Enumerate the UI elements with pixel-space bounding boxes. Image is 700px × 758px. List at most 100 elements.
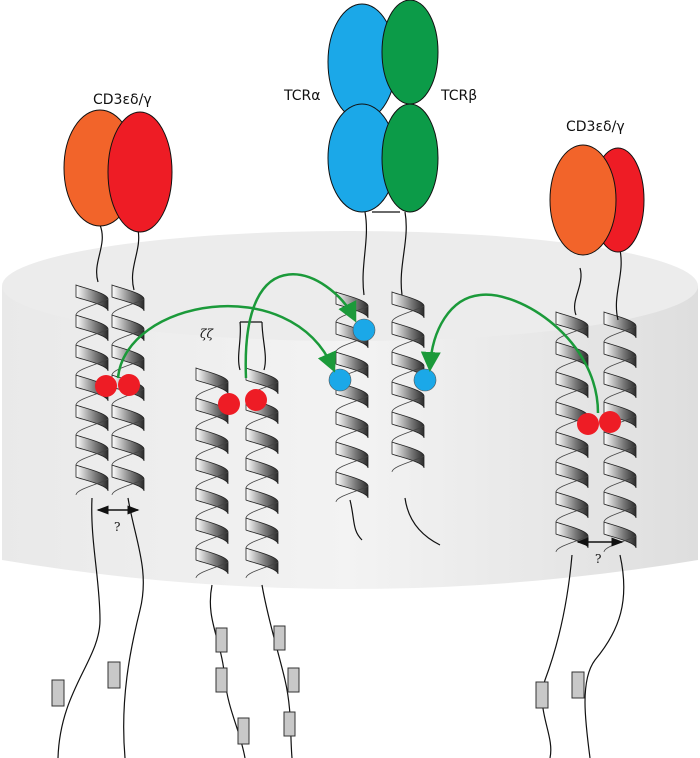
question-mark-right: ?	[595, 552, 602, 566]
red-residue	[599, 411, 621, 433]
cd3-right-helix-1	[555, 311, 589, 553]
tcr-beta-tail	[404, 497, 441, 546]
tcr-alpha-tail	[349, 499, 363, 541]
helix-turn	[111, 434, 145, 462]
helix-turn	[555, 371, 589, 399]
helix-turn	[245, 487, 279, 515]
helix-turn	[391, 381, 425, 409]
helix-back-edge	[391, 305, 425, 323]
helix-back-edge	[75, 298, 109, 316]
helix-turn	[555, 491, 589, 519]
helix-back-edge	[111, 418, 145, 436]
cd3-right-label: CD3εδ/γ	[566, 119, 625, 135]
curved-green-arrow	[420, 293, 600, 414]
itam-box	[215, 667, 228, 693]
cd3-left-stalk-1	[96, 224, 103, 283]
red-residue	[218, 393, 240, 415]
helix-turn	[555, 311, 589, 339]
helix-back-edge	[75, 328, 109, 346]
cd3-right-tail-1	[541, 554, 573, 758]
helix-turn	[335, 321, 369, 349]
helix-back-edge	[603, 475, 637, 493]
helix-back-edge	[195, 381, 229, 399]
helix-back-edge	[195, 531, 229, 549]
helix-turn	[245, 517, 279, 545]
helix-back-edge	[75, 478, 109, 496]
helix-back-edge	[245, 441, 279, 459]
distance-arrows	[96, 505, 624, 547]
itam-box	[287, 667, 300, 693]
helix-turn	[603, 491, 637, 519]
tcr-beta-label: TCRβ	[441, 88, 478, 104]
cd3-right-stalk-2	[615, 249, 622, 321]
helix-back-edge	[195, 441, 229, 459]
zeta-stalk-1	[237, 321, 242, 371]
helix-back-edge	[335, 485, 369, 503]
helix-turn	[195, 427, 229, 455]
itam-box	[237, 717, 250, 745]
itam-box	[283, 711, 296, 737]
cd3-left-tail-1	[57, 497, 101, 758]
helix-turn	[75, 344, 109, 372]
cd3-delta-gamma-domain	[107, 111, 173, 233]
curved-green-arrow	[244, 273, 357, 379]
helix-back-edge	[555, 505, 589, 523]
cytoplasmic-tails	[57, 211, 625, 758]
helix-back-edge	[111, 298, 145, 316]
helix-back-edge	[75, 358, 109, 376]
tcr-alpha-stalk	[362, 211, 368, 296]
helix-turn	[245, 427, 279, 455]
helix-turn	[335, 471, 369, 499]
helix-back-edge	[75, 448, 109, 466]
helix-back-edge	[195, 471, 229, 489]
cd3-left-helix-1	[75, 284, 109, 496]
membrane-body	[2, 286, 698, 589]
helix-turn	[391, 441, 425, 469]
red-residue	[95, 375, 117, 397]
helix-turn	[195, 547, 229, 575]
helix-turn	[335, 411, 369, 439]
helix-back-edge	[111, 358, 145, 376]
helix-back-edge	[111, 328, 145, 346]
helix-back-edge	[603, 355, 637, 373]
helix-turn	[111, 404, 145, 432]
helix-turn	[335, 441, 369, 469]
helix-back-edge	[555, 535, 589, 553]
itam-box	[215, 627, 228, 653]
helix-back-edge	[603, 325, 637, 343]
helix-turn	[195, 517, 229, 545]
helix-turn	[335, 351, 369, 379]
helix-back-edge	[555, 385, 589, 403]
interaction-arrows	[116, 273, 600, 414]
helix-turn	[245, 547, 279, 575]
cd3-right-helix-2	[603, 311, 637, 553]
helix-back-edge	[245, 501, 279, 519]
tcr-ectodomains	[327, 0, 439, 213]
question-mark-left: ?	[114, 520, 121, 534]
helix-turn	[111, 344, 145, 372]
cd3-epsilon-domain	[549, 144, 617, 256]
helix-turn	[245, 367, 279, 395]
helix-back-edge	[555, 325, 589, 343]
helix-turn	[391, 411, 425, 439]
cd3-left-tail-2	[123, 497, 144, 758]
cd3-left-label: CD3εδ/γ	[93, 92, 152, 108]
helix-turn	[603, 521, 637, 549]
helix-back-edge	[111, 478, 145, 496]
helix-back-edge	[195, 561, 229, 579]
red-residue	[245, 389, 267, 411]
red-residue	[577, 413, 599, 435]
helix-turn	[555, 461, 589, 489]
membrane-top	[2, 231, 698, 341]
helix-turn	[603, 431, 637, 459]
helix-back-edge	[245, 411, 279, 429]
helix-turn	[111, 314, 145, 342]
helix-turn	[603, 461, 637, 489]
helix-turn	[245, 457, 279, 485]
red-residue	[118, 374, 140, 396]
zeta-helix-2	[245, 367, 279, 579]
helix-back-edge	[245, 561, 279, 579]
cd3-left-ectodomains	[63, 109, 173, 233]
helix-turn	[75, 284, 109, 312]
helix-back-edge	[111, 388, 145, 406]
